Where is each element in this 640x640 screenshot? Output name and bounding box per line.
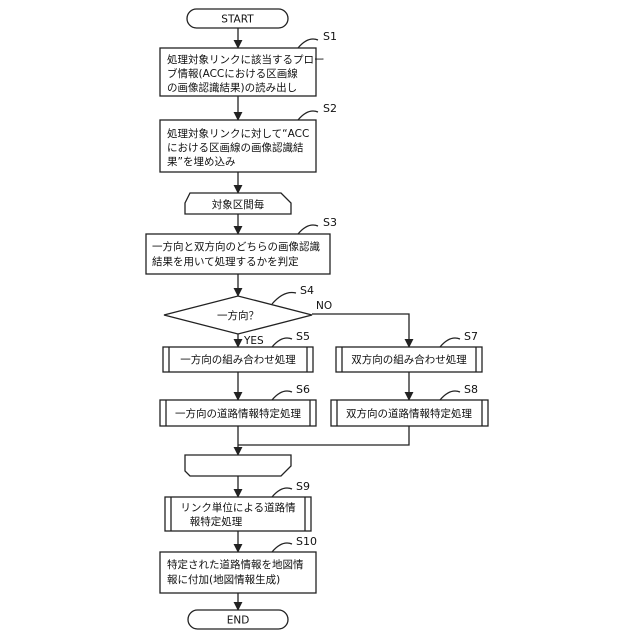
s2-line-1: 処理対象リンクに対して“ACC xyxy=(167,127,309,140)
s10-line-1: 特定された道路情報を地図情 xyxy=(167,558,304,571)
end-terminal: END xyxy=(188,610,288,629)
s10-id: S10 xyxy=(296,535,317,548)
s3-line-2: 結果を用いて処理するかを判定 xyxy=(152,255,299,268)
s4-no-label: NO xyxy=(316,300,332,312)
s10-line-2: 報に付加(地図情報生成) xyxy=(167,573,280,586)
s1-id: S1 xyxy=(323,30,337,43)
s1-line-2: ブ情報(ACCにおける区画線 xyxy=(167,67,298,80)
loop-start-label: 対象区間毎 xyxy=(212,198,265,211)
s6-label: 一方向の道路情報特定処理 xyxy=(175,407,301,420)
s6-id: S6 xyxy=(296,383,310,396)
end-label: END xyxy=(227,615,250,627)
step-s1: 処理対象リンクに該当するプロー ブ情報(ACCにおける区画線 の画像認識結果)の… xyxy=(160,30,337,96)
s1-line-3: の画像認識結果)の読み出し xyxy=(167,81,297,94)
s3-id: S3 xyxy=(323,216,337,229)
step-s2: 処理対象リンクに対して“ACC における区画線の画像認識結 果”を埋め込み S2 xyxy=(160,102,337,172)
start-label: START xyxy=(221,14,254,26)
s7-id: S7 xyxy=(464,330,478,343)
s5-label: 一方向の組み合わせ処理 xyxy=(180,353,296,366)
step-s3: 一方向と双方向のどちらの画像認識 結果を用いて処理するかを判定 S3 xyxy=(146,216,337,274)
s9-id: S9 xyxy=(296,480,310,493)
s4-id: S4 xyxy=(300,284,314,297)
s3-line-1: 一方向と双方向のどちらの画像認識 xyxy=(152,240,320,253)
loop-end xyxy=(185,455,291,476)
s9-line-1: リンク単位による道路情 xyxy=(180,501,296,514)
loop-start: 対象区間毎 xyxy=(185,193,291,214)
s2-id: S2 xyxy=(323,102,337,115)
s4-yes-label: YES xyxy=(243,335,264,347)
s4-question: 一方向？ xyxy=(217,309,259,322)
start-terminal: START xyxy=(187,9,288,28)
s2-line-3: 果”を埋め込み xyxy=(167,156,235,168)
s1-line-1: 処理対象リンクに該当するプロー xyxy=(167,53,325,66)
s5-id: S5 xyxy=(296,330,310,343)
s8-label: 双方向の道路情報特定処理 xyxy=(346,407,472,420)
s7-label: 双方向の組み合わせ処理 xyxy=(351,353,467,366)
s8-id: S8 xyxy=(464,383,478,396)
s9-line-2: 報特定処理 xyxy=(190,515,243,528)
s2-line-2: における区画線の画像認識結 xyxy=(167,141,304,154)
